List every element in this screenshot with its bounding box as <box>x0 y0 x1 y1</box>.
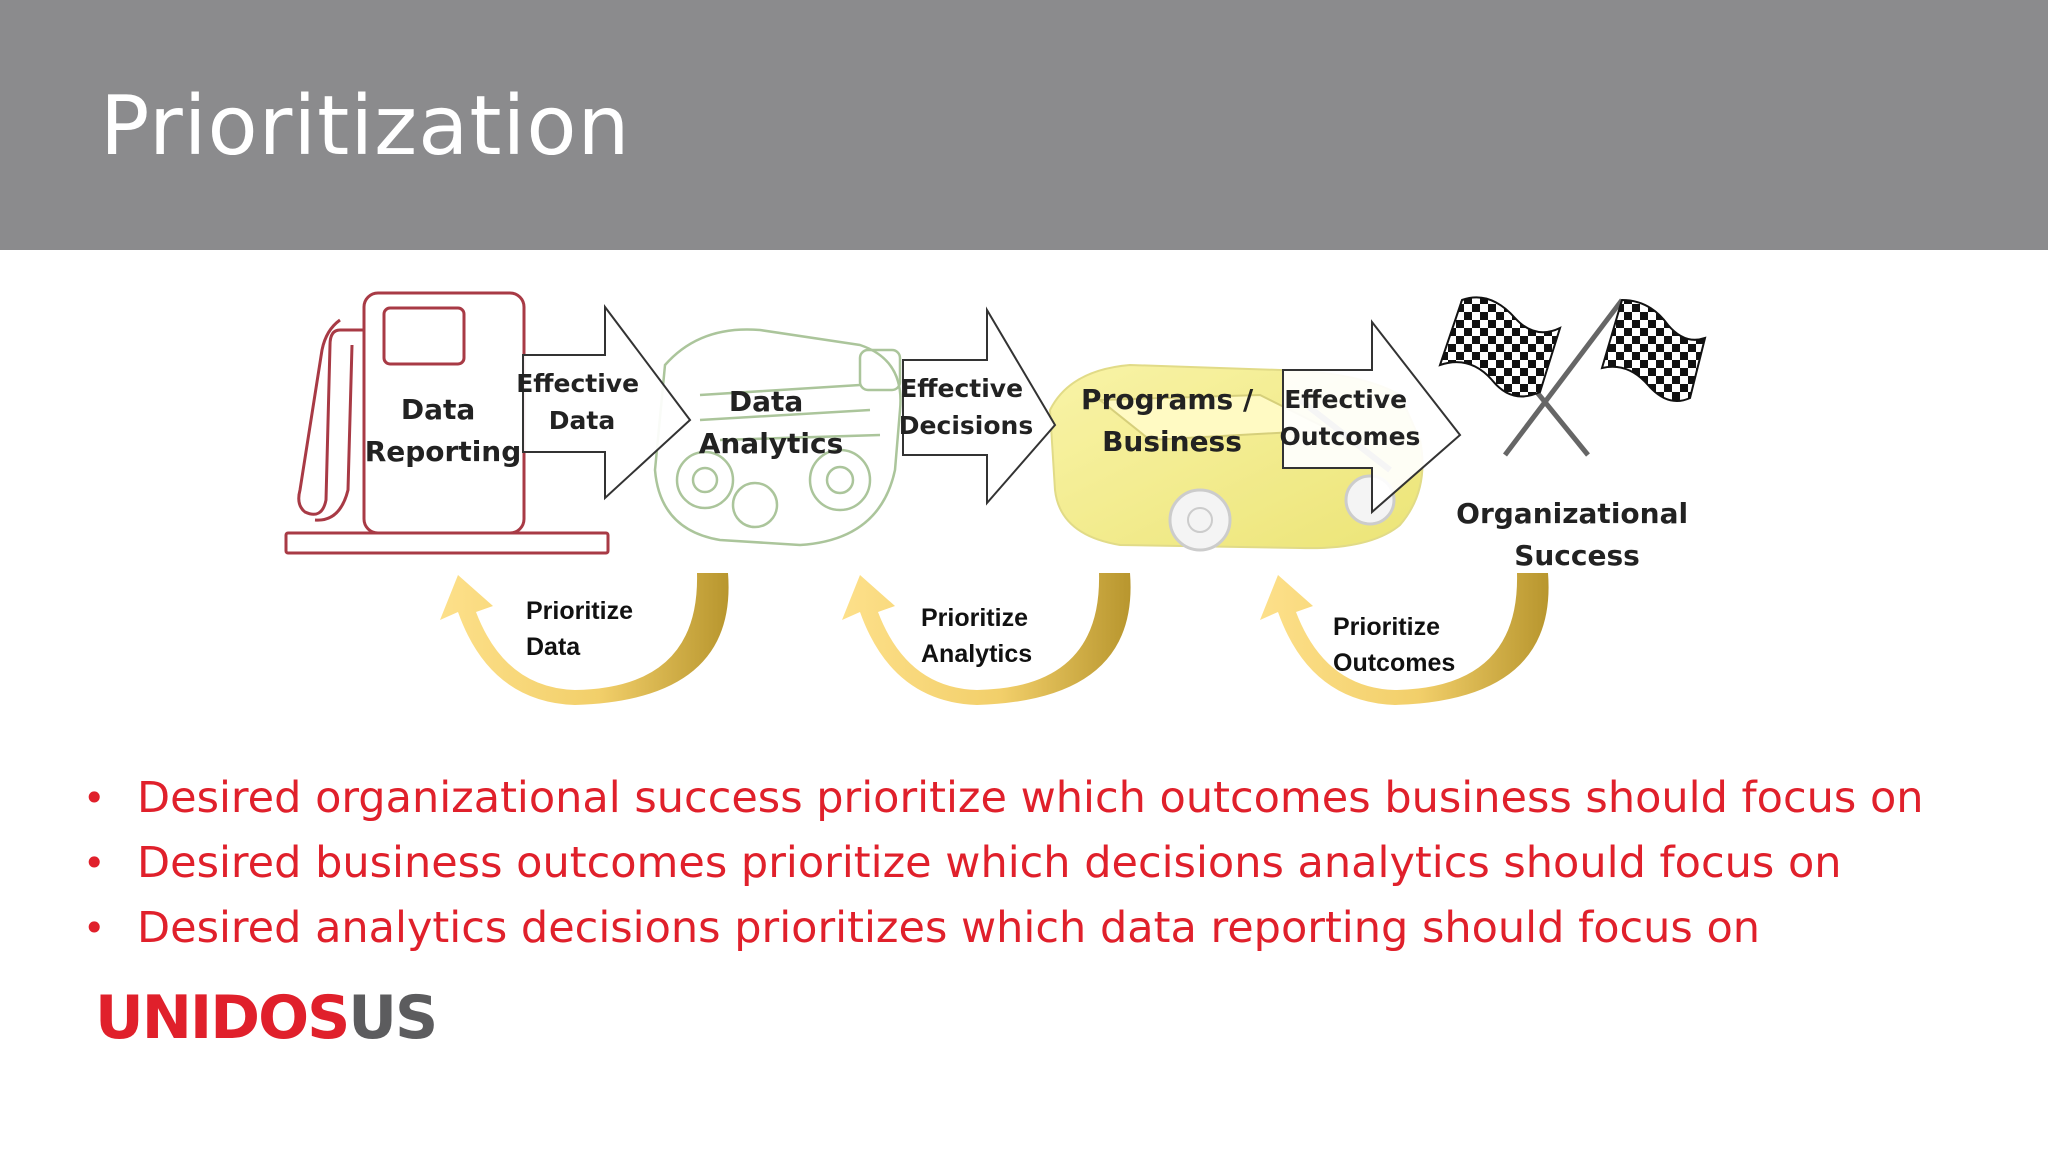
stage-label-line: Reporting <box>365 435 522 468</box>
arrow-label-effective-data: Effective Data <box>516 369 648 435</box>
bullet-list: • Desired organizational success priorit… <box>75 766 1924 961</box>
arrow-label-line: Effective <box>516 369 639 398</box>
stage-label-organizational-success: Organizational Success <box>1456 497 1698 572</box>
arrow-label-effective-decisions: Effective Decisions <box>899 374 1033 440</box>
logo-text-us: US <box>348 983 438 1053</box>
feedback-arrow-prioritize-outcomes <box>1260 573 1549 705</box>
bullet-dot: • <box>83 841 106 885</box>
stage-label-line: Success <box>1514 539 1640 572</box>
feedback-label-line: Prioritize <box>526 597 633 625</box>
bullet-text: Desired analytics decisions prioritizes … <box>137 903 1761 953</box>
title-banner: Prioritization <box>0 0 2048 250</box>
arrow-label-line: Decisions <box>899 411 1033 440</box>
engine-icon <box>653 328 902 547</box>
bullet-text: Desired business outcomes prioritize whi… <box>137 838 1842 888</box>
bullet-item: • Desired organizational success priorit… <box>75 766 1924 831</box>
stage-label-line: Data <box>401 393 475 426</box>
arrow-label-line: Effective <box>900 374 1023 403</box>
unidosus-logo: UNIDOSUS <box>95 988 438 1048</box>
stage-label-line: Analytics <box>699 427 844 460</box>
bullet-item: • Desired business outcomes prioritize w… <box>75 831 1924 896</box>
stage-label-data-reporting: Data Reporting <box>365 393 522 468</box>
stage-label-programs-business: Programs / Business <box>1081 383 1263 458</box>
bullet-item: • Desired analytics decisions prioritize… <box>75 896 1924 961</box>
feedback-label-line: Prioritize <box>1333 613 1440 641</box>
feedback-label-prioritize-analytics: Prioritize Analytics <box>921 604 1035 668</box>
feedback-label-prioritize-outcomes: Prioritize Outcomes <box>1333 613 1455 677</box>
feedback-arrow-prioritize-data <box>440 573 729 705</box>
arrow-label-line: Outcomes <box>1280 422 1421 451</box>
forward-arrow-effective-outcomes <box>1282 319 1462 515</box>
arrow-label-line: Effective <box>1284 385 1407 414</box>
feedback-label-line: Prioritize <box>921 604 1028 632</box>
bullet-dot: • <box>83 776 106 820</box>
prioritization-diagram: Data Reporting Data Analytics Programs /… <box>284 291 1707 705</box>
arrow-label-effective-outcomes: Effective Outcomes <box>1280 385 1421 451</box>
bullet-dot: • <box>83 906 106 950</box>
feedback-label-line: Outcomes <box>1333 649 1455 677</box>
arrow-label-line: Data <box>549 406 615 435</box>
forward-arrow-effective-data <box>522 304 692 501</box>
stage-label-line: Business <box>1102 425 1242 458</box>
stage-label-line: Programs / <box>1081 383 1254 416</box>
slide-title: Prioritization <box>100 79 631 174</box>
feedback-label-prioritize-data: Prioritize Data <box>526 597 640 661</box>
stage-label-data-analytics: Data Analytics <box>699 385 844 460</box>
feedback-label-line: Data <box>526 633 581 661</box>
logo-text-unidos: UNIDOS <box>95 983 350 1053</box>
feedback-label-line: Analytics <box>921 640 1032 668</box>
bullet-text: Desired organizational success prioritiz… <box>137 773 1924 823</box>
checkered-flags-icon <box>1438 296 1707 457</box>
stage-label-line: Data <box>729 385 803 418</box>
forward-arrow-effective-decisions <box>902 306 1057 506</box>
feedback-arrow-prioritize-analytics <box>842 573 1131 705</box>
stage-label-line: Organizational <box>1456 497 1688 530</box>
